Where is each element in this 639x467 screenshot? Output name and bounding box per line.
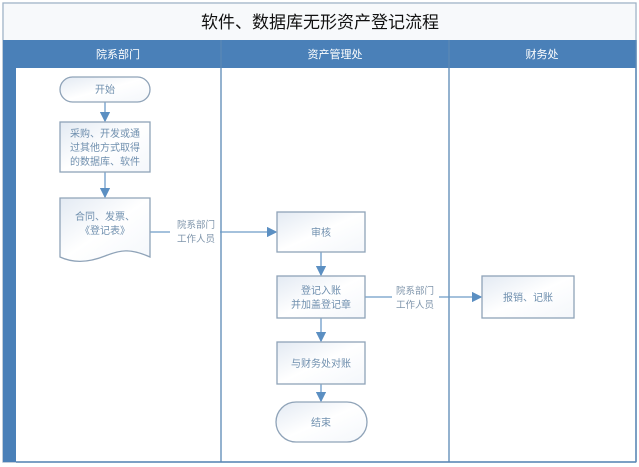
end-node [275,401,368,443]
acquire-label: 过其他方式取得 [70,141,140,154]
reconcile-node [276,341,366,385]
reconcile-label: 与财务处对账 [291,357,351,370]
acquire-node [59,121,151,173]
lane-header-departments: 院系部门 [96,47,140,61]
start-label: 开始 [95,83,115,96]
documents-label: 《登记表》 [80,224,130,237]
acquire-label: 的数据库、软件 [70,155,140,168]
lane-header-asset-management: 资产管理处 [308,47,363,61]
edge-label: 工作人员 [396,299,434,311]
end-label: 结束 [311,416,331,429]
diagram-title: 软件、数据库无形资产登记流程 [201,13,439,33]
review-node [276,211,366,253]
edge-label: 工作人员 [177,233,215,245]
review-label: 审核 [311,226,331,239]
lane-header-finance: 财务处 [526,47,559,61]
edge-label: 院系部门 [177,219,215,231]
lane-header-band [3,40,636,68]
acquire-label: 采购、开发或通 [70,127,140,140]
documents-node [59,197,151,263]
start-node [59,76,151,103]
register-label: 登记入账 [301,284,341,297]
left-strip [3,40,16,462]
register-node [276,275,366,319]
documents-label: 合同、发票、 [75,210,135,223]
title-band [4,4,635,40]
reimburse-label: 报销、记账 [503,291,553,304]
edge-label: 院系部门 [396,285,434,297]
register-label: 并加盖登记章 [291,298,351,311]
reimburse-node [481,275,575,319]
